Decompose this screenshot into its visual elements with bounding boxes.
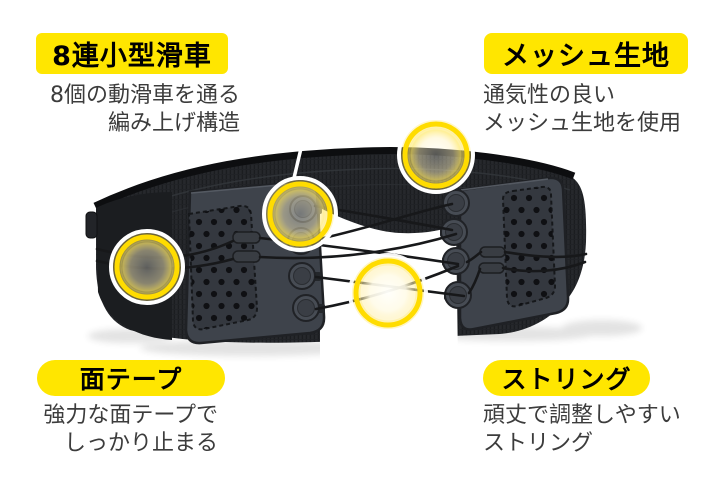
- perforated-patch-left: [187, 204, 259, 331]
- highlight-circle-strings: [348, 253, 428, 333]
- callout-string-label: ストリング: [483, 360, 650, 396]
- belt-shadow: [88, 320, 642, 356]
- callout-velcro-desc-line2: しっかり止まる: [63, 431, 218, 456]
- belt-end-tab: [85, 211, 98, 239]
- callout-pulleys-label: 8連小型滑車: [36, 33, 228, 74]
- callout-string-desc-line1: 頑丈で調整しやすい: [483, 403, 681, 428]
- belt-top-binding: [93, 147, 576, 210]
- callout-string-desc-line2: ストリング: [483, 431, 594, 456]
- callout-velcro-description: 強力な面テープで しっかり止まる: [28, 402, 218, 458]
- highlight-circle-pulleys: [262, 176, 338, 252]
- callout-mesh-desc-line1: 通気性の良い: [483, 83, 616, 108]
- callout-mesh-label: メッシュ生地: [484, 33, 688, 74]
- callout-pulleys-desc-line1: 8個の動滑車を通る: [50, 83, 240, 108]
- highlight-circle-mesh: [397, 116, 475, 194]
- callout-velcro-label: 面テープ: [37, 360, 225, 396]
- callout-string-description: 頑丈で調整しやすい ストリング: [483, 402, 710, 458]
- highlight-circle-velcro: [109, 229, 185, 305]
- callout-mesh-description: 通気性の良い メッシュ生地を使用: [483, 82, 710, 138]
- perforated-patch-right: [501, 185, 557, 308]
- callout-mesh-desc-line2: メッシュ生地を使用: [483, 111, 682, 136]
- leader-line: [292, 121, 309, 180]
- callout-pulleys-description: 8個の動滑車を通る 編み上げ構造: [30, 82, 240, 138]
- right-panel: [458, 176, 570, 331]
- callout-pulleys-desc-line2: 編み上げ構造: [107, 111, 240, 136]
- callout-velcro-desc-line1: 強力な面テープで: [43, 403, 218, 428]
